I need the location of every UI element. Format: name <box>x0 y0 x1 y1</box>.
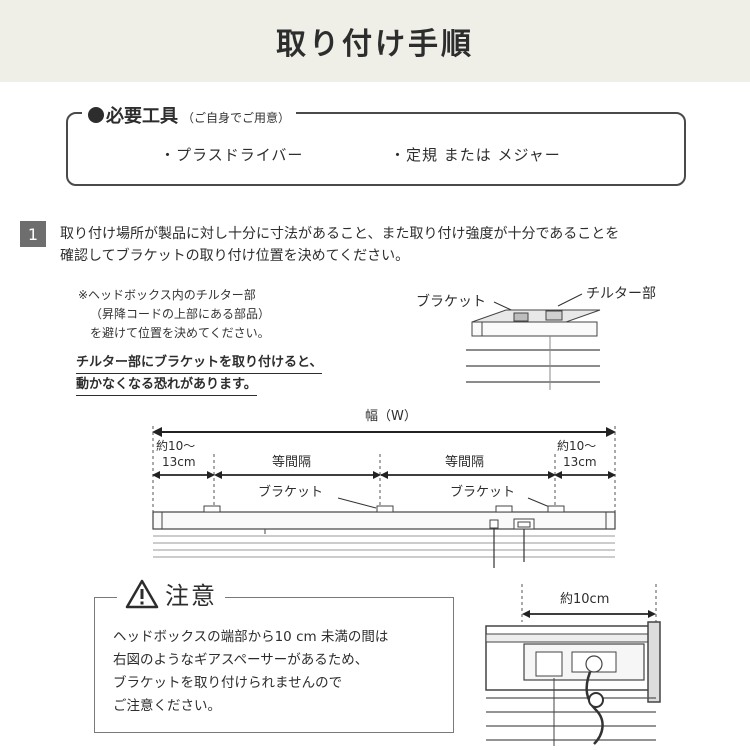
required-tools-title: 必要工具 <box>106 106 178 127</box>
step-number-badge: 1 <box>20 221 46 247</box>
bracket-callout-label: ブラケット <box>416 293 486 310</box>
bracket-icon <box>203 505 221 513</box>
page-title: 取り付け手順 <box>276 27 474 62</box>
caution-text: ヘッドボックスの端部から10 cm 未満の間は 右図のようなギアスペーサーがある… <box>113 626 388 718</box>
note-line: （昇降コードの上部にある部品） <box>90 307 271 321</box>
tilter-callout-label: チルター部 <box>586 286 656 302</box>
caution-box: 注意 ヘッドボックスの端部から10 cm 未満の間は 右図のようなギアスペーサー… <box>94 576 454 733</box>
header-banner: 取り付け手順 <box>0 0 750 82</box>
note-line: を避けて位置を決めてください。 <box>90 326 270 340</box>
left-margin-label: 約10～ <box>156 438 195 453</box>
step-1-instructions: 取り付け場所が製品に対し十分に寸法があること、また取り付け強度が十分であることを… <box>60 223 720 267</box>
bracket-icon <box>376 505 394 513</box>
caution-line: ブラケットを取り付けられませんので <box>113 675 343 691</box>
warning-triangle-icon <box>125 579 159 608</box>
bracket-icon <box>513 312 529 322</box>
caution-title: 注意 <box>165 582 217 610</box>
tilter-note: ※ヘッドボックス内のチルター部 （昇降コードの上部にある部品） を避けて位置を決… <box>78 286 270 343</box>
bracket-icon <box>495 505 513 513</box>
right-margin-label: 13cm <box>563 455 597 469</box>
gear-spacer-detail-diagram: 約10cm <box>485 584 661 746</box>
headbox-perspective-diagram: ブラケット チルター部 <box>416 286 656 390</box>
width-spacing-diagram: 幅（W） 約10～ 13cm 約10～ 13cm 等間隔 等間隔 ブラケット ブ… <box>152 409 616 568</box>
caution-line: 右図のようなギアスペーサーがあるため、 <box>113 652 369 668</box>
warning-line: チルター部にブラケットを取り付けると、 <box>76 352 323 374</box>
required-tools-box: 必要工具 （ご自身でご用意） ・プラスドライバー ・定規 または メジャー <box>66 102 686 186</box>
tilter-icon <box>545 310 563 321</box>
distance-label: 約10cm <box>560 592 609 607</box>
step-1-line: 確認してブラケットの取り付け位置を決めてください。 <box>60 248 410 264</box>
caution-line: ヘッドボックスの端部から10 cm 未満の間は <box>113 629 389 645</box>
right-margin-label: 約10～ <box>557 438 596 453</box>
width-label: 幅（W） <box>365 409 417 424</box>
step-1-line: 取り付け場所が製品に対し十分に寸法があること、また取り付け強度が十分であることを <box>60 226 620 242</box>
left-margin-label: 13cm <box>162 455 196 469</box>
caution-heading: 注意 <box>117 576 225 611</box>
caution-line: ご注意ください。 <box>113 698 221 714</box>
bracket-icon <box>547 505 565 513</box>
required-tools-note: （ご自身でご用意） <box>182 111 291 125</box>
warning-line: 動かなくなる恐れがあります。 <box>76 374 257 396</box>
tool-item-ruler: ・定規 または メジャー <box>390 146 561 164</box>
headbox <box>152 511 616 530</box>
required-tools-heading: 必要工具 （ご自身でご用意） <box>82 102 297 128</box>
bullet-dot-icon <box>88 107 104 123</box>
equal-spacing-label: 等間隔 <box>445 454 484 470</box>
tilter-warning: チルター部にブラケットを取り付けると、 動かなくなる恐れがあります。 <box>76 352 323 396</box>
bracket-label: ブラケット <box>450 484 515 500</box>
equal-spacing-label: 等間隔 <box>272 454 311 470</box>
bracket-label: ブラケット <box>258 484 323 500</box>
tool-item-screwdriver: ・プラスドライバー <box>160 146 304 164</box>
note-line: ※ヘッドボックス内のチルター部 <box>78 288 256 302</box>
